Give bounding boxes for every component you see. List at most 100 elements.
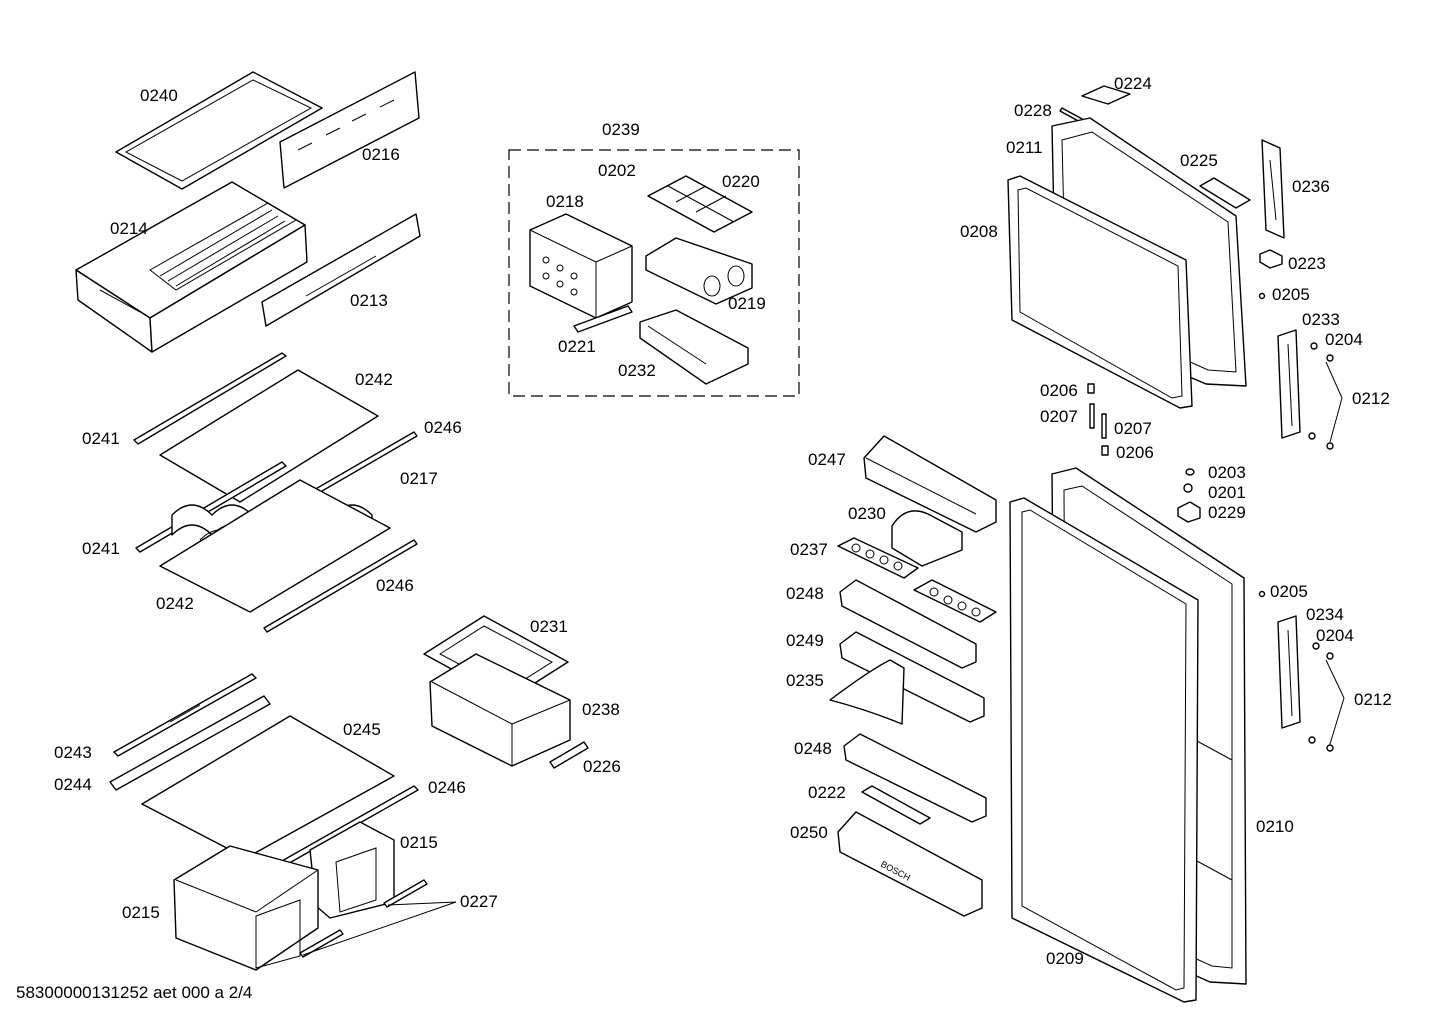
part-label-0236: 0236 <box>1292 177 1330 196</box>
part-0214-drawer <box>75 181 308 353</box>
group-0239-box <box>508 149 800 397</box>
part-0227-strips <box>299 879 428 958</box>
part-0245-glass <box>141 715 395 859</box>
part-label-0215: 0215 <box>400 833 438 852</box>
part-label-0209: 0209 <box>1046 949 1084 968</box>
part-0203-cap <box>1185 468 1195 476</box>
part-0207-pin-2 <box>1101 413 1107 439</box>
part-0204-screw-4 <box>1308 736 1316 744</box>
part-label-0207: 0207 <box>1114 419 1152 438</box>
part-0219-ice-bin <box>645 237 753 305</box>
part-label-0204: 0204 <box>1316 626 1354 645</box>
part-0212-cap-3 <box>1326 652 1334 660</box>
drawing-reference: 58300000131252 aet 000 a 2/4 <box>16 983 252 1002</box>
part-0223-block <box>1259 249 1283 269</box>
part-0226-strip <box>549 741 589 769</box>
part-label-0246: 0246 <box>428 778 466 797</box>
part-label-0228: 0228 <box>1014 101 1052 120</box>
part-0229-block <box>1177 501 1201 523</box>
part-0205-screw-2 <box>1258 590 1266 598</box>
part-label-0212: 0212 <box>1354 690 1392 709</box>
part-label-0203: 0203 <box>1208 463 1246 482</box>
part-0233-handle <box>1277 329 1301 439</box>
part-label-0242: 0242 <box>156 594 194 613</box>
part-label-0220: 0220 <box>722 172 760 191</box>
part-label-0234: 0234 <box>1306 605 1344 624</box>
part-0242-lower-glass <box>159 479 391 613</box>
part-label-0246: 0246 <box>376 576 414 595</box>
part-label-0216: 0216 <box>362 145 400 164</box>
part-label-0239: 0239 <box>602 120 640 139</box>
part-0225-cover <box>1199 177 1251 209</box>
part-0206-pin-2 <box>1101 445 1109 456</box>
part-0204-screw-2 <box>1308 432 1316 440</box>
part-0243-rail <box>113 673 257 757</box>
part-0250-bottle-balcony: BOSCH <box>837 811 983 917</box>
part-label-0231: 0231 <box>530 617 568 636</box>
part-0238-drawer <box>429 653 571 767</box>
part-label-0248: 0248 <box>786 584 824 603</box>
part-0248-shelf-2 <box>843 733 987 823</box>
part-label-0223: 0223 <box>1288 254 1326 273</box>
part-label-0221: 0221 <box>558 337 596 356</box>
part-0204-screw <box>1310 342 1318 350</box>
part-0207-pin <box>1089 403 1095 429</box>
part-label-0214: 0214 <box>110 219 148 238</box>
part-0204-screw-3 <box>1312 642 1320 650</box>
part-label-0249: 0249 <box>786 631 824 650</box>
part-0248-shelf <box>839 579 977 669</box>
part-0230-cover <box>891 510 963 567</box>
part-0242-glass-shelf <box>159 369 379 503</box>
part-label-0217: 0217 <box>400 469 438 488</box>
part-0235-divider <box>829 659 905 725</box>
part-0215-crisper-right <box>309 821 395 919</box>
part-label-0224: 0224 <box>1114 74 1152 93</box>
part-label-0208: 0208 <box>960 222 998 241</box>
part-0208-freezer-gasket <box>1007 175 1193 409</box>
part-label-0210: 0210 <box>1256 817 1294 836</box>
part-label-0243: 0243 <box>54 743 92 762</box>
part-label-0235: 0235 <box>786 671 824 690</box>
part-label-0241: 0241 <box>82 429 120 448</box>
part-label-0246: 0246 <box>424 418 462 437</box>
part-0212-cap-4 <box>1326 744 1334 752</box>
part-0224-cover <box>1081 85 1131 105</box>
part-0234-handle <box>1277 615 1301 729</box>
part-label-0250: 0250 <box>790 823 828 842</box>
part-0212-cap-2 <box>1326 442 1334 450</box>
part-label-0206: 0206 <box>1116 443 1154 462</box>
part-label-0207: 0207 <box>1040 407 1078 426</box>
part-0220-ice-tray <box>647 175 753 233</box>
part-0206-pin <box>1087 383 1095 394</box>
part-label-0218: 0218 <box>546 192 584 211</box>
part-0212-cap <box>1326 354 1334 362</box>
part-0215-crisper-left <box>173 845 319 971</box>
part-0218-ice-maker <box>529 213 633 319</box>
part-0222-strip <box>861 785 931 825</box>
part-0247-balcony <box>863 435 997 533</box>
part-label-0201: 0201 <box>1208 483 1246 502</box>
part-label-0225: 0225 <box>1180 151 1218 170</box>
part-label-0213: 0213 <box>350 291 388 310</box>
part-label-0247: 0247 <box>808 450 846 469</box>
part-label-0241: 0241 <box>82 539 120 558</box>
part-label-0229: 0229 <box>1208 503 1246 522</box>
part-label-0205: 0205 <box>1270 582 1308 601</box>
part-label-0237: 0237 <box>790 540 828 559</box>
part-label-0219: 0219 <box>728 294 766 313</box>
part-label-0204: 0204 <box>1325 330 1363 349</box>
part-label-0206: 0206 <box>1040 381 1078 400</box>
part-0249-shelf <box>839 631 985 723</box>
part-label-0240: 0240 <box>140 86 178 105</box>
part-label-0248: 0248 <box>794 739 832 758</box>
part-0232-tray <box>639 309 749 385</box>
part-0205-screw <box>1258 292 1266 300</box>
part-0240-lid <box>115 71 323 190</box>
part-label-0242: 0242 <box>355 370 393 389</box>
part-0213-front-panel <box>261 213 421 327</box>
part-label-0212: 0212 <box>1352 389 1390 408</box>
part-label-0238: 0238 <box>582 700 620 719</box>
part-0221-strip <box>573 305 633 333</box>
part-label-0205: 0205 <box>1272 285 1310 304</box>
